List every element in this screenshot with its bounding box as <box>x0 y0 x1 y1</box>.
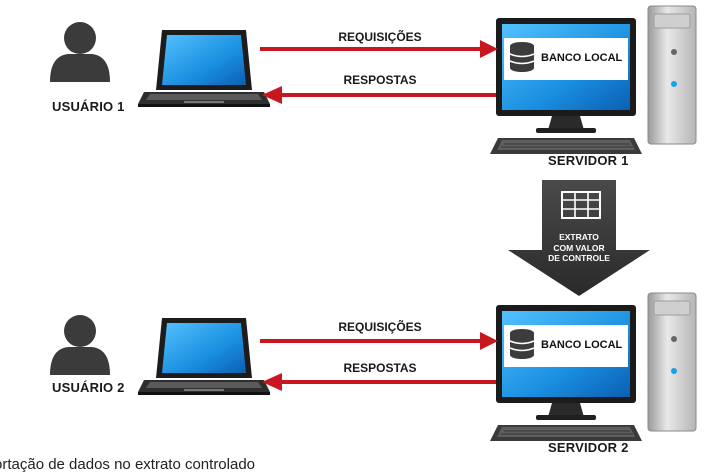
extract-line-1: EXTRATO <box>559 232 599 242</box>
user-2-label: USUÁRIO 2 <box>52 380 125 395</box>
extract-down-arrow <box>508 180 650 296</box>
extract-label: EXTRATO COM VALOR DE CONTROLE <box>533 232 625 264</box>
request-arrow-1 <box>260 40 498 58</box>
db-label-2: BANCO LOCAL <box>541 339 623 351</box>
response-arrow-1 <box>262 86 496 104</box>
caption-text: ortação de dados no extrato controlado <box>0 456 256 473</box>
server-1-label: SERVIDOR 1 <box>548 153 629 168</box>
db-label-1: BANCO LOCAL <box>541 52 623 64</box>
request-label-2: REQUISIÇÕES <box>338 320 422 334</box>
table-grid-icon <box>561 191 601 219</box>
user-1-label: USUÁRIO 1 <box>52 99 125 114</box>
server-1-icon <box>489 5 697 155</box>
extract-line-2: COM VALOR <box>553 242 605 253</box>
response-arrow-2 <box>262 373 496 391</box>
server-2-label: SERVIDOR 2 <box>548 440 629 455</box>
server-2-icon <box>489 292 697 442</box>
user-1-icon <box>50 22 110 82</box>
request-label-1: REQUISIÇÕES <box>338 30 422 44</box>
request-arrow-2 <box>260 332 498 350</box>
response-label-1: RESPOSTAS <box>343 73 417 87</box>
user-2-icon <box>50 315 110 375</box>
extract-line-3: DE CONTROLE <box>548 253 610 263</box>
laptop-2-icon <box>138 318 270 395</box>
response-label-2: RESPOSTAS <box>343 361 417 375</box>
laptop-1-icon <box>138 30 270 107</box>
